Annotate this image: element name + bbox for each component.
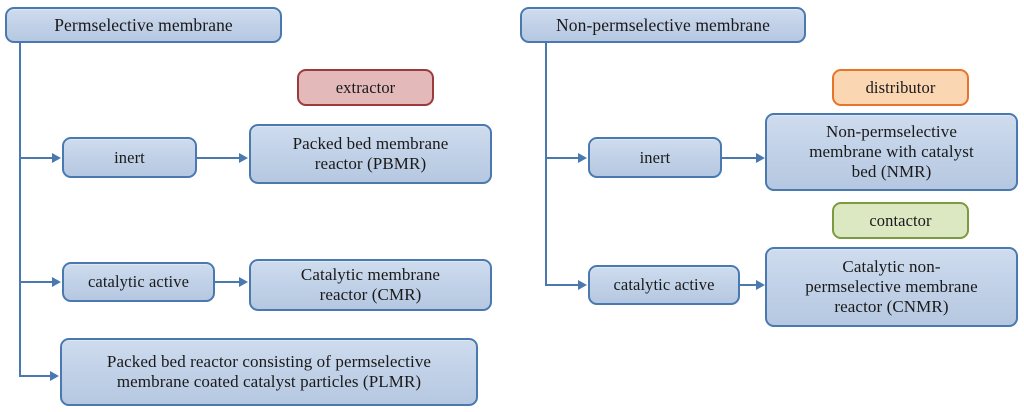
- left-root-label: Permselective membrane: [54, 14, 233, 35]
- right-connector-catalytic-to-cnmr: [739, 284, 757, 286]
- left-trunk-vertical-line: [19, 41, 21, 377]
- left-root-box[interactable]: Permselective membrane: [5, 7, 282, 43]
- right-arrowhead-to-inert: [578, 153, 587, 163]
- nmr-box[interactable]: Non-permselective membrane with catalyst…: [765, 113, 1018, 191]
- cnmr-box[interactable]: Catalytic non- permselective membrane re…: [765, 247, 1018, 327]
- cnmr-label-line1: Catalytic non-: [842, 256, 941, 276]
- plmr-label-line1: Packed bed reactor consisting of permsel…: [106, 351, 432, 371]
- right-connector-to-inert: [545, 157, 579, 159]
- right-root-box[interactable]: Non-permselective membrane: [520, 7, 806, 43]
- pbmr-label-line2: reactor (PBMR): [314, 154, 427, 173]
- distributor-tag-box[interactable]: distributor: [832, 69, 969, 106]
- right-catalytic-active-label: catalytic active: [613, 275, 715, 295]
- left-catalytic-active-label: catalytic active: [88, 272, 189, 292]
- extractor-tag-label: extractor: [335, 77, 396, 97]
- left-connector-to-plmr: [19, 375, 51, 377]
- left-arrowhead-to-plmr: [50, 371, 59, 381]
- cmr-label-line2: reactor (CMR): [319, 285, 422, 304]
- plmr-box[interactable]: Packed bed reactor consisting of permsel…: [60, 338, 478, 406]
- left-arrowhead-to-catalytic: [52, 277, 61, 287]
- pbmr-label-line1: Packed bed membrane: [292, 133, 449, 153]
- contactor-tag-label: contactor: [869, 210, 932, 230]
- left-connector-inert-to-pbmr: [197, 157, 240, 159]
- extractor-tag-box[interactable]: extractor: [297, 69, 434, 106]
- contactor-tag-box[interactable]: contactor: [832, 202, 969, 239]
- distributor-tag-label: distributor: [865, 77, 936, 97]
- cnmr-label-line3: reactor (CNMR): [834, 297, 949, 317]
- right-arrowhead-inert-to-nmr: [756, 153, 765, 163]
- right-connector-inert-to-nmr: [721, 157, 757, 159]
- cmr-box[interactable]: Catalytic membrane reactor (CMR): [249, 259, 492, 311]
- left-arrowhead-inert-to-pbmr: [239, 153, 248, 163]
- right-arrowhead-catalytic-to-cnmr: [756, 280, 765, 290]
- left-arrowhead-to-inert: [52, 153, 61, 163]
- right-arrowhead-to-catalytic: [578, 280, 587, 290]
- nmr-label-line2: membrane with catalyst: [809, 141, 974, 161]
- left-arrowhead-catalytic-to-cmr: [239, 277, 248, 287]
- nmr-label-line1: Non-permselective: [825, 121, 958, 141]
- left-inert-box[interactable]: inert: [62, 137, 197, 178]
- right-catalytic-active-box[interactable]: catalytic active: [588, 265, 740, 305]
- nmr-label-line3: bed (NMR): [851, 162, 932, 182]
- right-inert-box[interactable]: inert: [588, 137, 722, 178]
- left-connector-to-inert: [19, 157, 53, 159]
- plmr-label-line2: membrane coated catalyst particles (PLMR…: [116, 372, 422, 391]
- right-trunk-vertical-line: [545, 41, 547, 286]
- left-inert-label: inert: [114, 147, 145, 167]
- right-inert-label: inert: [639, 147, 671, 167]
- right-connector-to-catalytic: [545, 284, 579, 286]
- cnmr-label-line2: permselective membrane: [805, 276, 978, 296]
- cmr-label-line1: Catalytic membrane: [300, 264, 441, 284]
- pbmr-box[interactable]: Packed bed membrane reactor (PBMR): [249, 124, 492, 184]
- left-connector-catalytic-to-cmr: [215, 281, 240, 283]
- left-connector-to-catalytic: [19, 281, 53, 283]
- left-catalytic-active-box[interactable]: catalytic active: [62, 262, 215, 302]
- right-root-label: Non-permselective membrane: [556, 14, 770, 35]
